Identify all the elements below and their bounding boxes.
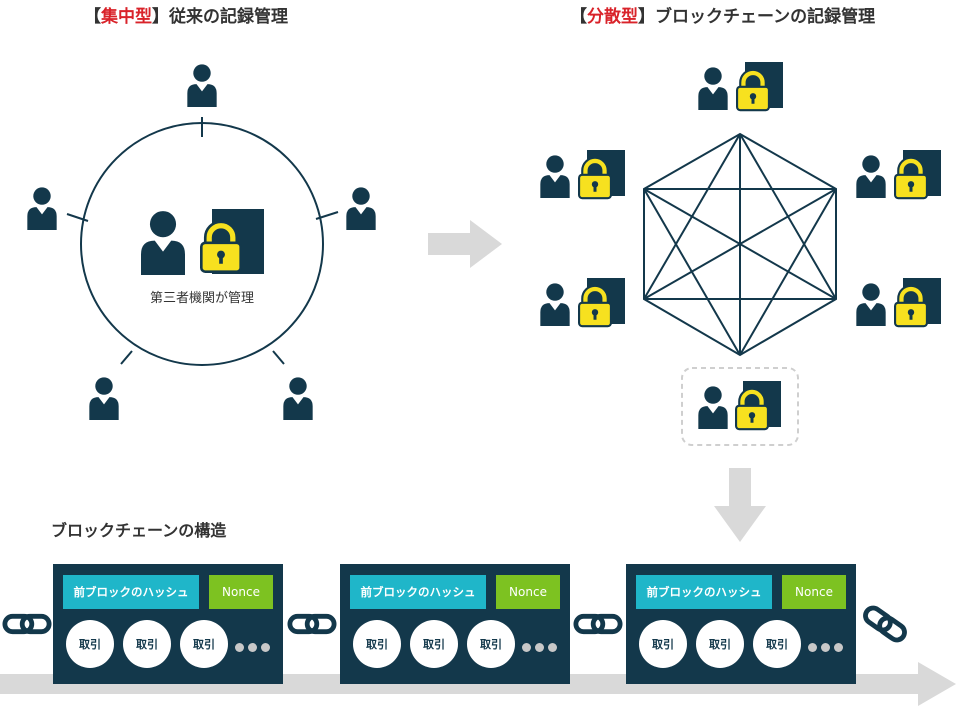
node-lower-left (540, 278, 625, 326)
person-icon (856, 155, 886, 198)
ellipsis-dot (821, 643, 830, 652)
person-icon (540, 155, 570, 198)
transaction-circle: 取引 (639, 620, 687, 668)
prev-hash-field: 前ブロックのハッシュ (350, 575, 486, 609)
transaction-circle: 取引 (180, 620, 228, 668)
person-icon (346, 187, 376, 230)
node-lower-right (856, 278, 941, 326)
transaction-circle: 取引 (410, 620, 458, 668)
chain-link-icon (287, 611, 337, 637)
arrow-right-icon (428, 220, 502, 268)
transaction-circle: 取引 (467, 620, 515, 668)
center-label: 第三者機関が管理 (149, 291, 254, 306)
person-icon (141, 211, 185, 275)
block-3: 前ブロックのハッシュ Nonce 取引 取引 取引 (626, 564, 856, 684)
spoke-right (315, 211, 339, 220)
chain-link-icon (857, 599, 913, 649)
right-title-highlight: 分散型 (587, 7, 638, 27)
ellipsis-dot (535, 643, 544, 652)
ellipsis-dot (248, 643, 257, 652)
spoke-bottom-left (120, 350, 133, 365)
transaction-circle: 取引 (66, 620, 114, 668)
structure-title: ブロックチェーンの構造 (51, 521, 227, 540)
arrow-down-icon (714, 468, 766, 542)
chain-link-icon (573, 611, 623, 637)
node-upper-left (540, 150, 625, 198)
person-icon (540, 283, 570, 326)
node-new (698, 381, 781, 429)
ellipsis-dot (261, 643, 270, 652)
ellipsis-dot (522, 643, 531, 652)
person-icon (187, 64, 217, 107)
transaction-circle: 取引 (753, 620, 801, 668)
block-2: 前ブロックのハッシュ Nonce 取引 取引 取引 (340, 564, 570, 684)
person-icon (283, 377, 313, 420)
new-node-dashed-box (681, 367, 799, 446)
transaction-circle: 取引 (123, 620, 171, 668)
ellipsis-dot (235, 643, 244, 652)
ellipsis-dot (808, 643, 817, 652)
transaction-circle: 取引 (353, 620, 401, 668)
centralized-diagram (27, 64, 376, 420)
left-title: 【集中型】従来の記録管理 (84, 7, 288, 27)
transaction-circle: 取引 (696, 620, 744, 668)
node-top (698, 62, 783, 110)
ellipsis-dot (834, 643, 843, 652)
person-icon (698, 386, 728, 429)
node-upper-right (856, 150, 941, 198)
prev-hash-field: 前ブロックのハッシュ (63, 575, 199, 609)
nonce-field: Nonce (496, 575, 560, 609)
spoke-left (66, 213, 89, 222)
person-icon (27, 187, 57, 230)
prev-hash-field: 前ブロックのハッシュ (636, 575, 772, 609)
block-1: 前ブロックのハッシュ Nonce 取引 取引 取引 (53, 564, 283, 684)
spoke-bottom-right (272, 350, 285, 365)
nonce-field: Nonce (209, 575, 273, 609)
decentralized-diagram (540, 62, 941, 446)
ellipsis-dot (548, 643, 557, 652)
person-icon (698, 67, 728, 110)
person-icon (856, 283, 886, 326)
left-title-highlight: 集中型 (101, 7, 152, 27)
person-icon (89, 377, 119, 420)
chain-link-icon (2, 611, 52, 637)
right-title: 【分散型】ブロックチェーンの記録管理 (570, 7, 876, 27)
nonce-field: Nonce (782, 575, 846, 609)
